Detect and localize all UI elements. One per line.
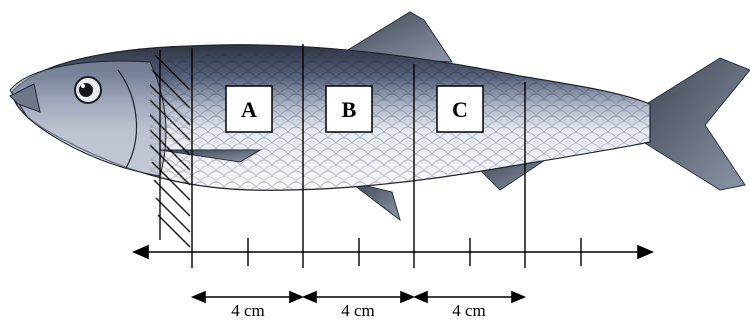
section-label-b: B: [326, 86, 372, 132]
pelvic-fin: [350, 182, 400, 220]
measurement-axis: [134, 246, 652, 258]
section-label-a: A: [226, 86, 272, 132]
svg-text:B: B: [342, 97, 357, 122]
scale-pattern: [150, 52, 650, 191]
svg-text:A: A: [241, 97, 257, 122]
segment-label: 4 cm: [231, 301, 265, 320]
svg-text:C: C: [452, 97, 468, 122]
section-label-c: C: [437, 86, 483, 132]
segment-label: 4 cm: [341, 301, 375, 320]
pupil: [79, 83, 93, 97]
segment-label: 4 cm: [452, 301, 486, 320]
tail-fin: [640, 58, 750, 190]
